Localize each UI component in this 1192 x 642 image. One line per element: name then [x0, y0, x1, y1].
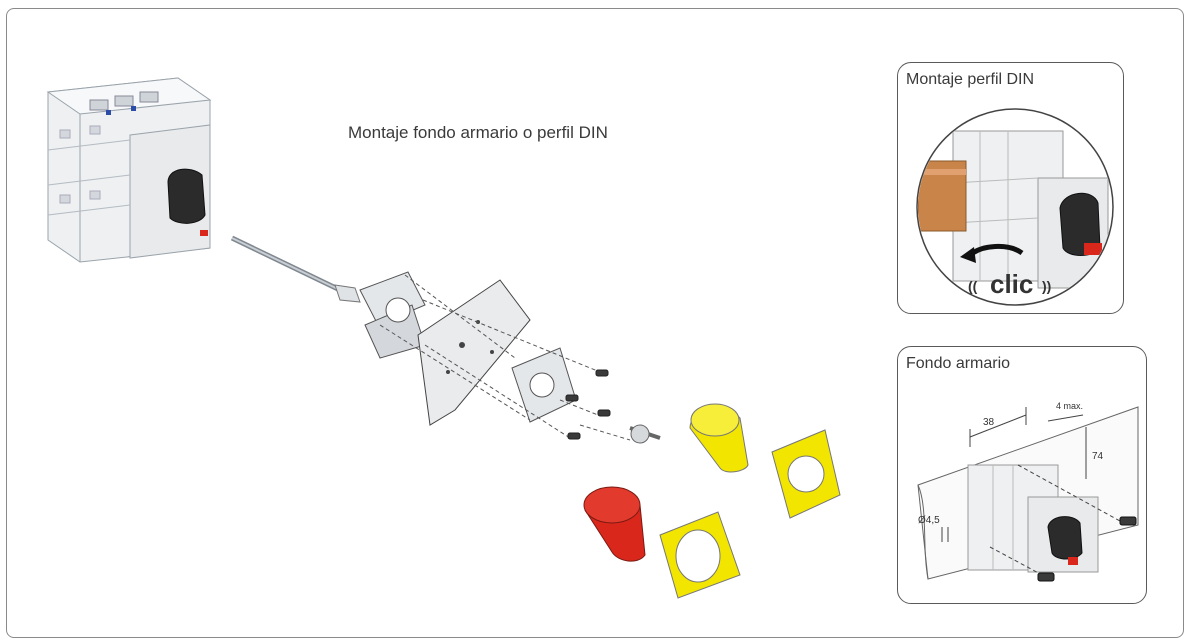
- clic-open-marks: ((: [968, 278, 978, 294]
- yellow-bezel-door: [659, 511, 741, 599]
- yellow-handle: [689, 403, 749, 473]
- clic-close-marks: )): [1042, 278, 1051, 294]
- yellow-bezel-square: [771, 429, 841, 519]
- din-illustration: (( clic )): [916, 108, 1114, 306]
- dim-4max-label: 4 max.: [1056, 401, 1083, 411]
- clic-label: clic: [990, 269, 1033, 299]
- rear-flange: [359, 271, 426, 359]
- panel-cabinet-mounting: Fondo armario 38 4 max. 74 Ø4,5: [897, 346, 1147, 604]
- panel-fondo-title: Fondo armario: [906, 355, 1011, 372]
- fixing-screws: [565, 369, 611, 440]
- main-title: Montaje fondo armario o perfil DIN: [348, 123, 608, 142]
- switch-body: [46, 77, 212, 263]
- mounting-plate: [417, 279, 531, 426]
- shaft-coupling: [629, 424, 661, 444]
- exploded-view-illustration: [46, 77, 841, 599]
- front-flange: [511, 347, 577, 423]
- red-handle: [583, 486, 646, 562]
- assembly-guides: [379, 274, 631, 441]
- cabinet-illustration: 38 4 max. 74 Ø4,5: [917, 401, 1139, 582]
- dim-38-label: 38: [983, 417, 995, 428]
- panel-din-mounting: Montaje perfil DIN (( clic )): [897, 62, 1124, 314]
- extension-shaft: [230, 235, 361, 303]
- dim-hole-label: Ø4,5: [918, 515, 940, 526]
- dim-74-label: 74: [1092, 451, 1104, 462]
- panel-din-title: Montaje perfil DIN: [906, 71, 1035, 88]
- diagram-frame: [6, 8, 1184, 638]
- cabinet-screws: [1037, 516, 1137, 582]
